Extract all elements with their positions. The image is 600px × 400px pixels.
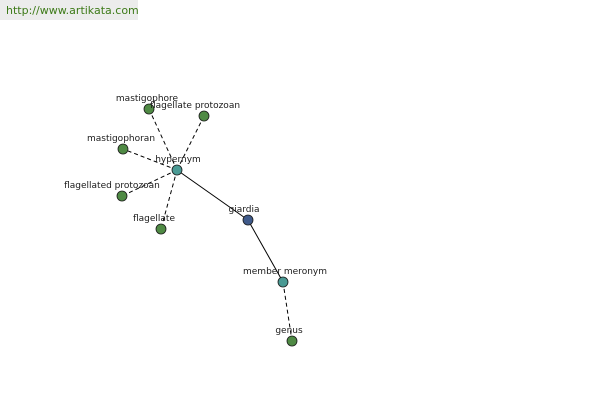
node-circle-hypernym[interactable] [171,164,183,176]
site-url-link[interactable]: http://www.artikata.com [0,0,139,20]
node-circle-giardia[interactable] [242,214,254,226]
node-giardia[interactable]: giardia [229,205,260,226]
node-flagellated-protozoan[interactable]: flagellated protozoan [64,181,160,202]
node-label-member-meronym[interactable]: member meronym [243,267,327,277]
node-circle-member-meronym[interactable] [277,276,289,288]
node-hypernym[interactable]: hypernym [155,155,201,176]
edge-hypernym-to-flagellate [160,169,178,230]
edge-hypernym-to-flagellate-protozoan [176,115,205,171]
node-circle-mastigophoran[interactable] [117,143,129,155]
node-label-mastigophoran[interactable]: mastigophoran [87,134,155,144]
nodes-layer: giardia hypernym member meronym mastigophor… [64,94,327,347]
node-label-giardia[interactable]: giardia [229,205,260,215]
edge-giardia-to-hypernym [176,169,249,221]
node-label-flagellate-protozoan[interactable]: flagellate protozoan [150,101,240,111]
node-circle-flagellate-protozoan[interactable] [198,110,210,122]
node-flagellate-protozoan[interactable]: flagellate protozoan [150,101,240,122]
node-circle-mastigophore[interactable] [143,103,155,115]
edge-member-meronym-to-genus [282,281,293,342]
node-mastigophoran[interactable]: mastigophoran [87,134,155,155]
node-circle-genus[interactable] [286,335,298,347]
node-member-meronym[interactable]: member meronym [243,267,327,288]
node-circle-flagellated-protozoan[interactable] [116,190,128,202]
node-label-flagellate[interactable]: flagellate [133,214,175,224]
edge-hypernym-to-flagellated-protozoan [121,169,178,197]
edges-layer [121,108,293,342]
node-label-flagellated-protozoan[interactable]: flagellated protozoan [64,181,160,191]
node-label-mastigophore[interactable]: mastigophore [116,94,179,104]
node-flagellate[interactable]: flagellate [133,214,175,235]
node-label-hypernym[interactable]: hypernym [155,155,201,165]
node-label-genus[interactable]: genus [275,326,303,336]
edge-giardia-to-member-meronym [247,219,284,283]
node-mastigophore[interactable]: mastigophore [116,94,179,115]
edge-hypernym-to-mastigophoran [122,148,178,171]
node-genus[interactable]: genus [275,326,303,347]
node-circle-flagellate[interactable] [155,223,167,235]
